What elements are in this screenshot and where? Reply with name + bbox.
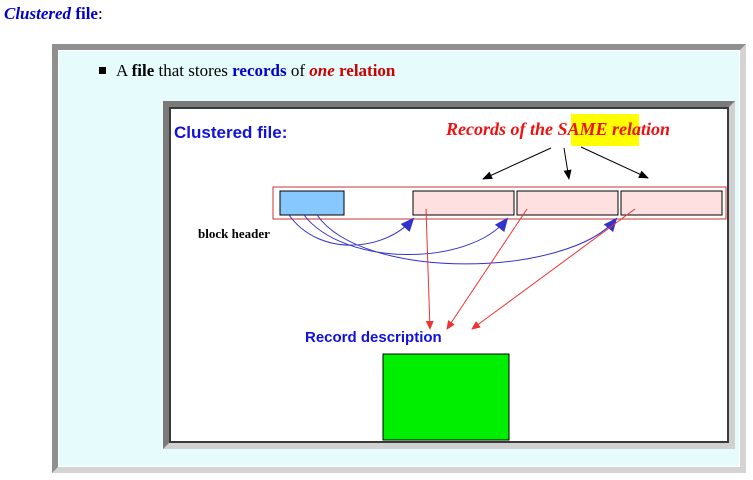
record-description-label: Record description (305, 329, 442, 346)
content-panel-inner: A file that stores records of one relati… (58, 50, 740, 467)
record-description-box (382, 353, 510, 441)
records-label: Records of the SAME relation (445, 119, 670, 139)
header-pointer-2 (303, 214, 509, 255)
header-pointer-1 (288, 214, 415, 246)
heading-file: file (75, 4, 98, 23)
bullet-text-stores: that stores (158, 61, 228, 80)
diagram-frame-inner (169, 107, 729, 443)
bullet-text-file: file (131, 61, 155, 80)
records-label-before: Records of the (445, 119, 553, 139)
records-label-after: relation (612, 119, 670, 139)
diagram-frame: Clustered file: Records of the SAME rela… (163, 101, 735, 449)
bullet-text-a: A (116, 61, 128, 80)
label-arrow-1 (482, 147, 552, 180)
bullet-text-records: records (232, 61, 287, 80)
bullet-item: A file that stores records of one relati… (99, 61, 395, 81)
label-arrow-3 (580, 146, 649, 179)
heading-colon: : (97, 4, 103, 23)
same-highlight (571, 114, 639, 146)
bullet-square-icon (99, 66, 106, 74)
bullet-text-one: one (309, 61, 335, 80)
label-arrow-2 (563, 147, 572, 180)
block-header-label: block header (198, 226, 270, 241)
clustered-file-diagram: Clustered file: Records of the SAME rela… (174, 114, 727, 441)
record-cell-3 (620, 190, 723, 216)
heading-clustered: Clustered (4, 4, 72, 23)
desc-arrow-2 (446, 208, 528, 330)
block-header-cell (279, 190, 345, 216)
desc-arrow-1 (425, 208, 434, 330)
content-panel: A file that stores records of one relati… (52, 44, 746, 473)
bullet-text-of: of (290, 61, 306, 80)
header-pointer-3 (316, 214, 618, 265)
page-heading: Clustered file: (4, 4, 103, 24)
desc-arrow-3 (471, 208, 636, 330)
record-cell-2 (516, 190, 619, 216)
records-label-same: SAME (558, 119, 608, 139)
diagram-title: Clustered file: (174, 123, 287, 142)
bullet-text-relation: relation (339, 61, 396, 80)
record-cell-1 (412, 190, 515, 216)
